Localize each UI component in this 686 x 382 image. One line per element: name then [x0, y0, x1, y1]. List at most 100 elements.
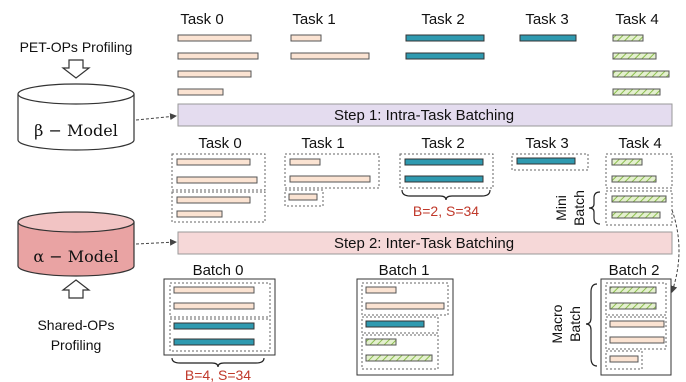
request-bar [290, 34, 322, 42]
request-bar [404, 175, 484, 183]
mini-batch-box [605, 282, 667, 316]
batch-1-label: Batch 1 [379, 262, 430, 279]
request-bar [176, 158, 251, 166]
batch-2: Macro Batch [549, 278, 672, 376]
mid-task-1-batches [284, 153, 380, 207]
mini-batch-box [399, 153, 494, 189]
request-bar [365, 320, 425, 328]
request-bar [176, 196, 251, 204]
batch-box [356, 278, 454, 376]
request-bar [609, 355, 639, 363]
mid-task-0-label: Task 0 [198, 135, 241, 152]
request-bar [609, 336, 665, 344]
request-bar [609, 302, 657, 310]
mid-task-4-batches: Mini Batch [553, 153, 673, 226]
macro-batch-brace [585, 283, 598, 367]
batch-box [163, 278, 276, 356]
beta-model-label: β − Model [34, 121, 118, 140]
batch0-brace [171, 357, 265, 368]
mid-task-3-batches [511, 153, 589, 171]
top-task-2-label: Task 2 [421, 11, 464, 28]
beta-connector-arrow [135, 113, 177, 121]
mini-batch-box [361, 316, 439, 334]
mini-batch-box [511, 153, 589, 171]
beta-model-cylinder: β − Model [17, 83, 135, 151]
mini-to-macro-connector [670, 209, 680, 293]
request-bar [173, 286, 255, 294]
top-task-1-label: Task 1 [292, 11, 335, 28]
mini-batch-box [605, 153, 673, 189]
macro-batch-label-line2: Batch [567, 306, 583, 342]
request-bar [365, 286, 397, 294]
request-bar [288, 193, 318, 201]
request-bar [289, 158, 321, 166]
batch-1 [356, 278, 454, 376]
mini-batch-box [171, 153, 266, 191]
mini-batch-box [605, 350, 643, 370]
top-task-4-requests [612, 34, 670, 96]
task2-params: B=2, S=34 [413, 203, 479, 219]
top-task-0-requests [177, 34, 259, 96]
request-bar [177, 34, 252, 42]
shared-ops-label-line2: Profiling [51, 337, 102, 353]
request-bar [611, 195, 667, 203]
batch0-params: B=4, S=34 [185, 367, 251, 382]
mid-task-2-batches: B=2, S=34 [399, 153, 494, 219]
mini-batch-box [605, 190, 673, 226]
step1-bar [177, 103, 673, 127]
down-arrow-icon [61, 59, 91, 79]
request-bar [290, 52, 370, 60]
mini-batch-box [605, 316, 667, 350]
mini-batch-box [169, 318, 271, 352]
mini-batch-box [171, 191, 266, 223]
request-bar [173, 302, 255, 310]
request-bar [365, 338, 397, 346]
top-task-0-label: Task 0 [180, 11, 223, 28]
batch-box [600, 278, 672, 376]
request-bar [365, 302, 445, 310]
request-bar [177, 52, 259, 60]
pet-ops-profiling-label: PET-OPs Profiling [20, 39, 133, 55]
shared-ops-label-line1: Shared-OPs [37, 317, 114, 333]
task2-brace [401, 189, 491, 201]
request-bar [611, 211, 661, 219]
alpha-model-cylinder: α − Model [17, 211, 135, 277]
request-bar [365, 354, 433, 362]
mid-task-2-label: Task 2 [421, 135, 464, 152]
alpha-connector-arrow [135, 238, 177, 246]
mini-batch-box [169, 282, 271, 318]
mini-batch-box [361, 334, 439, 370]
request-bar [611, 158, 643, 166]
request-bar [405, 34, 485, 42]
mini-batch-label-line2: Batch [571, 190, 587, 226]
mini-batch-box [284, 189, 324, 207]
up-arrow-icon [61, 279, 91, 299]
mini-batch-brace [588, 191, 601, 225]
request-bar [176, 210, 223, 218]
request-bar [519, 34, 577, 42]
top-task-3-label: Task 3 [525, 11, 568, 28]
request-bar [405, 52, 485, 60]
mid-task-1-label: Task 1 [301, 135, 344, 152]
request-bar [173, 322, 255, 330]
step2-label: Step 2: Inter-Task Batching [334, 235, 514, 252]
request-bar [289, 175, 371, 183]
batch-2-label: Batch 2 [609, 262, 660, 279]
request-bar [609, 320, 665, 328]
mini-batch-box [361, 282, 449, 316]
request-bar [612, 88, 661, 96]
batch-0: B=4, S=34 [163, 278, 276, 382]
request-bar [177, 88, 224, 96]
request-bar [516, 157, 576, 165]
mini-batch-label-line1: Mini [553, 195, 569, 221]
mid-task-0-batches [171, 153, 266, 223]
mid-task-4-label: Task 4 [618, 135, 661, 152]
batch-0-label: Batch 0 [193, 262, 244, 279]
top-task-3-requests [519, 34, 577, 42]
request-bar [611, 175, 657, 183]
request-bar [609, 286, 657, 294]
alpha-model-label: α − Model [33, 247, 118, 266]
request-bar [612, 52, 657, 60]
